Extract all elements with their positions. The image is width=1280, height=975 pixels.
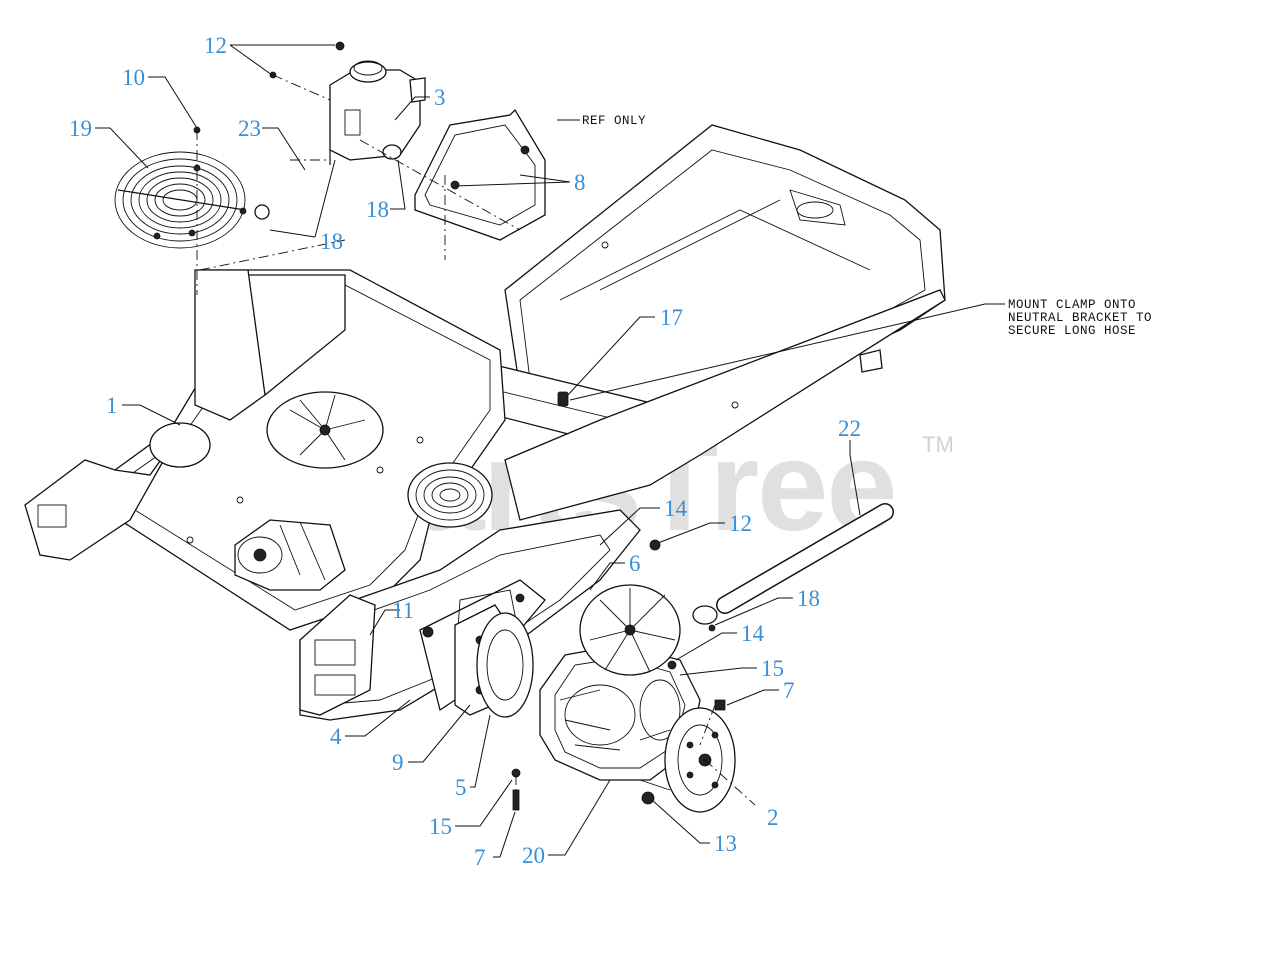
callout-19[interactable]: 19 — [69, 116, 92, 141]
callout-17[interactable]: 17 — [660, 305, 683, 330]
callout-9[interactable]: 9 — [392, 750, 404, 775]
callout-22[interactable]: 22 — [838, 416, 861, 441]
callout-18-right[interactable]: 18 — [797, 586, 820, 611]
assembly-lines — [196, 74, 756, 806]
note-mount-clamp-line-1: MOUNT CLAMP ONTO — [1008, 298, 1136, 312]
callout-12-top[interactable]: 12 — [204, 33, 227, 58]
callout-6[interactable]: 6 — [629, 551, 641, 576]
leader-lines — [95, 44, 1005, 858]
fan-coil-center — [407, 462, 493, 528]
callouts: 12 10 19 23 3 18 18 8 17 1 22 14 12 6 18… — [69, 33, 861, 870]
part-2-hub — [639, 707, 736, 813]
callout-4[interactable]: 4 — [330, 724, 342, 749]
fan-front-left — [149, 422, 211, 468]
callout-23[interactable]: 23 — [238, 116, 261, 141]
hose-clamp-18-reservoir — [382, 144, 402, 160]
part-19-coil — [114, 151, 247, 249]
callout-15-right[interactable]: 15 — [761, 656, 784, 681]
note-mount-clamp-line-2: NEUTRAL BRACKET TO — [1008, 311, 1152, 325]
callout-15-bottom[interactable]: 15 — [429, 814, 452, 839]
hose-22 — [716, 503, 894, 614]
clamp-17 — [557, 391, 569, 407]
callout-10[interactable]: 10 — [122, 65, 145, 90]
callout-8[interactable]: 8 — [574, 170, 586, 195]
note-mount-clamp-line-3: SECURE LONG HOSE — [1008, 324, 1136, 338]
part-5-plate — [476, 612, 534, 718]
pump-unit-left — [234, 519, 346, 591]
note-ref-only: REF ONLY — [582, 114, 646, 128]
hose-23 — [254, 166, 326, 220]
callout-14-top[interactable]: 14 — [664, 496, 688, 521]
callout-3[interactable]: 3 — [434, 85, 446, 110]
fans — [149, 391, 493, 591]
part-8-bracket — [414, 108, 546, 241]
callout-18-hose[interactable]: 18 — [320, 229, 343, 254]
fan-front — [266, 391, 384, 469]
callout-12-right[interactable]: 12 — [729, 511, 752, 536]
part-3-reservoir — [329, 60, 426, 165]
watermark-trademark: TM — [922, 432, 954, 457]
callout-20[interactable]: 20 — [522, 843, 545, 868]
fasteners — [193, 41, 726, 811]
callout-11[interactable]: 11 — [392, 598, 414, 623]
callout-7-right[interactable]: 7 — [783, 678, 795, 703]
callout-5[interactable]: 5 — [455, 775, 467, 800]
transmission-fan-6 — [579, 584, 681, 676]
hose-clamp-18-right — [692, 605, 718, 632]
callout-7-bottom[interactable]: 7 — [474, 845, 486, 870]
callout-18-reservoir[interactable]: 18 — [366, 197, 389, 222]
callout-1[interactable]: 1 — [106, 393, 118, 418]
callout-13[interactable]: 13 — [714, 831, 737, 856]
notes: REF ONLY MOUNT CLAMP ONTO NEUTRAL BRACKE… — [582, 114, 1152, 338]
callout-14-mid[interactable]: 14 — [741, 621, 765, 646]
callout-2[interactable]: 2 — [767, 805, 779, 830]
